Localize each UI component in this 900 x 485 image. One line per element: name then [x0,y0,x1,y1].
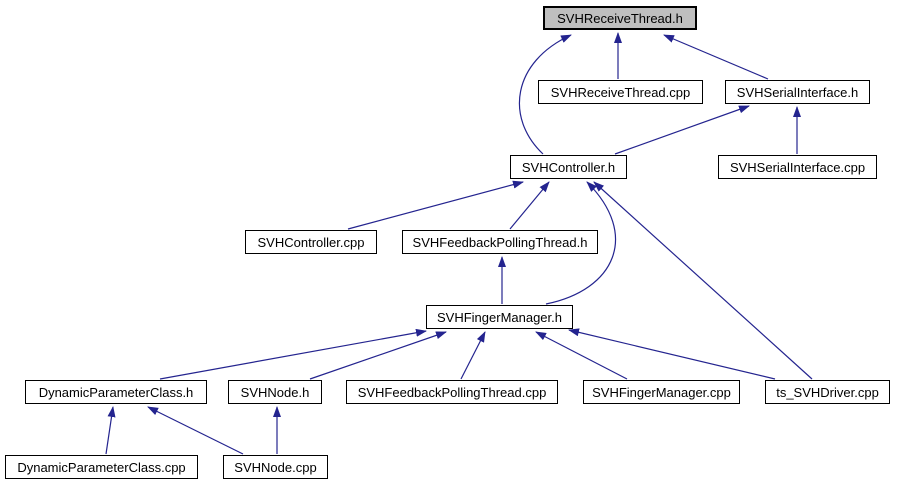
edge-svhfeedbackpollingthread-cpp-to-svhfingermanager-h [460,331,486,380]
node-svhserialinterface-h[interactable]: SVHSerialInterface.h [725,80,870,104]
edge-svhserialinterface-h-to-svhreceivethread-h [663,34,769,80]
node-svhcontroller-cpp[interactable]: SVHController.cpp [245,230,377,254]
edge-svhnode-cpp-to-dynamicparameterclass-h [147,406,244,455]
edge-svhnode-h-to-svhfingermanager-h [309,331,447,380]
edge-svhfeedbackpollingthread-h-to-svhcontroller-h [509,181,550,230]
node-dynamicparameterclass-cpp[interactable]: DynamicParameterClass.cpp [5,455,198,479]
edge-dynamicparameterclass-cpp-to-dynamicparameterclass-h [105,406,116,455]
node-svhserialinterface-cpp[interactable]: SVHSerialInterface.cpp [718,155,877,179]
edge-svhfingermanager-cpp-to-svhfingermanager-h [535,331,628,380]
node-svhfeedbackpollingthread-cpp[interactable]: SVHFeedbackPollingThread.cpp [346,380,558,404]
node-svhfeedbackpollingthread-h[interactable]: SVHFeedbackPollingThread.h [402,230,598,254]
edge-svhcontroller-cpp-to-svhcontroller-h [347,180,524,230]
edge-ts-svhdriver-cpp-to-svhcontroller-h [593,181,813,380]
edge-svhcontroller-h-to-svhserialinterface-h [614,105,750,155]
node-dynamicparameterclass-h[interactable]: DynamicParameterClass.h [25,380,207,404]
node-svhreceivethread-h: SVHReceiveThread.h [543,6,697,30]
node-svhcontroller-h[interactable]: SVHController.h [510,155,627,179]
node-svhnode-cpp[interactable]: SVHNode.cpp [223,455,328,479]
node-ts-svhdriver-cpp[interactable]: ts_SVHDriver.cpp [765,380,890,404]
edge-ts-svhdriver-cpp-to-svhfingermanager-h [568,328,776,380]
node-svhreceivethread-cpp[interactable]: SVHReceiveThread.cpp [538,80,703,104]
edge-dynamicparameterclass-h-to-svhfingermanager-h [159,328,427,380]
node-svhfingermanager-cpp[interactable]: SVHFingerManager.cpp [583,380,740,404]
node-svhfingermanager-h[interactable]: SVHFingerManager.h [426,305,573,329]
node-svhnode-h[interactable]: SVHNode.h [228,380,322,404]
